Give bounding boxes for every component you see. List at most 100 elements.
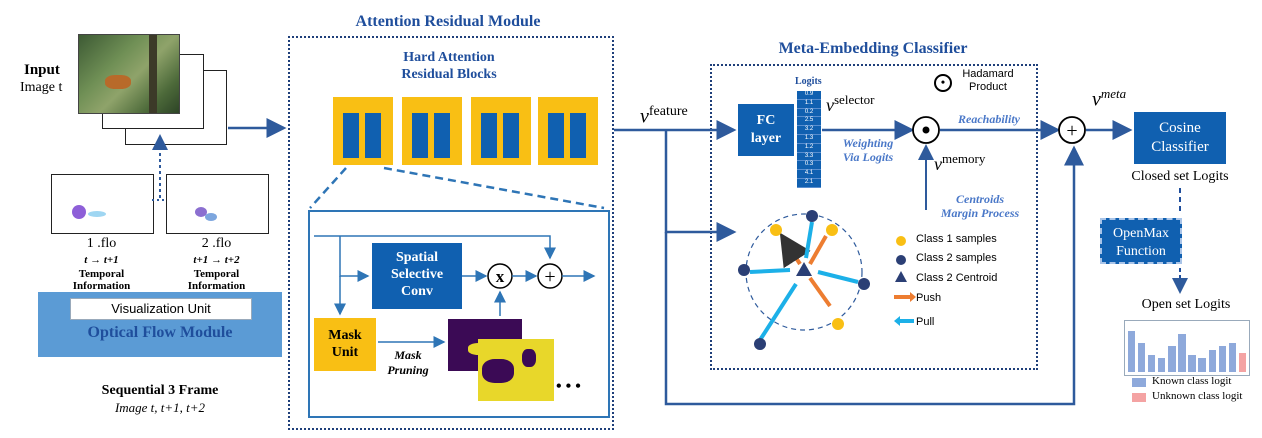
mask-image-2 (478, 339, 554, 401)
optical-flow-label: Optical Flow Module (87, 324, 233, 341)
push-arrows (779, 232, 832, 308)
logit-cell: 4.1 (797, 170, 821, 179)
input-branch (339, 236, 370, 282)
known-class-bar (1188, 355, 1196, 372)
legend-class2-label: Class 2 samples (916, 252, 997, 264)
v-meta-label: vmeta (1092, 86, 1127, 111)
known-class-bar (1168, 345, 1176, 372)
block-detail-box (308, 210, 610, 418)
legend-pull-label: Pull (916, 316, 935, 328)
multiply-symbol: x (496, 267, 505, 286)
v-selector-label: vselector (826, 92, 875, 115)
arrow-feature-skip (664, 145, 1084, 406)
sequential-title: Sequential 3 Frame (101, 383, 219, 398)
sequential-subtitle: Image t, t+1, t+2 (114, 400, 206, 415)
ellipsis: • • • (556, 378, 581, 395)
open-set-label: Open set Logits (1141, 297, 1231, 312)
known-class-bar (1218, 345, 1227, 372)
mask-blob (522, 349, 536, 367)
known-class-bar (1157, 357, 1166, 372)
logits-title: Logits (795, 76, 822, 87)
known-class-bar (1127, 331, 1136, 372)
temporal-info-2: Temporal Information (187, 268, 246, 292)
closed-set-label: Closed set Logits (1131, 169, 1229, 184)
unknown-legend-swatch (1132, 393, 1146, 402)
attention-module-title: Attention Residual Module (355, 13, 541, 30)
flo-file-1: 1 .flo (86, 236, 117, 251)
meta-add-node (1058, 116, 1086, 144)
logit-cell: 0.3 (797, 161, 821, 171)
logit-cell: 2.5 (797, 117, 821, 127)
hard-attention-title-1: Hard Attention (403, 50, 495, 65)
logit-cell: 2.1 (797, 178, 821, 188)
flo-image-1 (51, 174, 154, 234)
input-label: Input (24, 62, 60, 78)
logit-cell: 0.9 (797, 91, 821, 100)
known-class-bar (1198, 357, 1206, 372)
flow-blob (88, 211, 106, 217)
known-class-bar (1228, 343, 1237, 372)
legend-centroid-icon (895, 271, 907, 282)
residual-block-4 (538, 97, 598, 165)
known-legend-swatch (1132, 378, 1146, 387)
visualization-unit: Visualization Unit (70, 298, 252, 320)
arrow-feature-to-memory (664, 130, 737, 242)
logit-cell: 0.2 (797, 108, 821, 118)
known-class-bar (1178, 333, 1186, 372)
legend-push-label: Push (916, 292, 942, 304)
tree-shape (149, 35, 157, 113)
flo-step-2: t+1 → t+2 (193, 254, 240, 266)
class2-samples (738, 210, 870, 350)
hadamard-dot (922, 126, 930, 134)
known-class-bar (1208, 350, 1217, 372)
hard-attention-title-2: Residual Blocks (401, 67, 497, 82)
meta-classifier-box (710, 64, 1038, 370)
legend-class1-dot (896, 236, 906, 246)
unknown-legend-label: Unknown class logit (1152, 390, 1243, 402)
flow-blob (72, 205, 86, 219)
logit-cell: 1.1 (797, 99, 821, 109)
skip-connection (314, 235, 556, 260)
meta-classifier-title: Meta-Embedding Classifier (778, 40, 968, 57)
add-symbol: + (544, 266, 555, 288)
flow-blob (195, 207, 207, 217)
legend-class2-dot (896, 255, 906, 265)
class1-samples (770, 224, 844, 330)
pull-arrows (749, 221, 859, 342)
flo-file-2: 2 .flo (201, 236, 232, 251)
flow-blob (205, 213, 217, 221)
hadamard-legend-icon: • (934, 74, 952, 92)
temporal-info-1: Temporal Information (72, 268, 131, 292)
open-set-chart (1124, 320, 1250, 376)
fox-shape (105, 75, 131, 89)
logit-cell: 1.2 (797, 143, 821, 153)
legend-push-head (910, 292, 916, 302)
unknown-class-bar (1238, 352, 1247, 372)
legend-pull-head (894, 316, 900, 326)
known-class-bar (1137, 343, 1146, 372)
attention-module-box (288, 36, 614, 430)
zoom-line-left (309, 167, 347, 209)
logit-cell: 3.3 (797, 152, 821, 162)
residual-block-3 (471, 97, 531, 165)
legend-centroid-label: Class 2 Centroid (916, 272, 998, 284)
input-image (78, 34, 180, 114)
known-legend-label: Known class logit (1152, 375, 1232, 387)
v-feature-label: vfeature (640, 104, 688, 128)
flo-image-2 (166, 174, 269, 234)
legend-class1-label: Class 1 samples (916, 233, 997, 245)
logit-cell: 3.2 (797, 126, 821, 135)
zoom-line-right (383, 166, 605, 210)
v-memory-label: vmemory (934, 151, 986, 174)
